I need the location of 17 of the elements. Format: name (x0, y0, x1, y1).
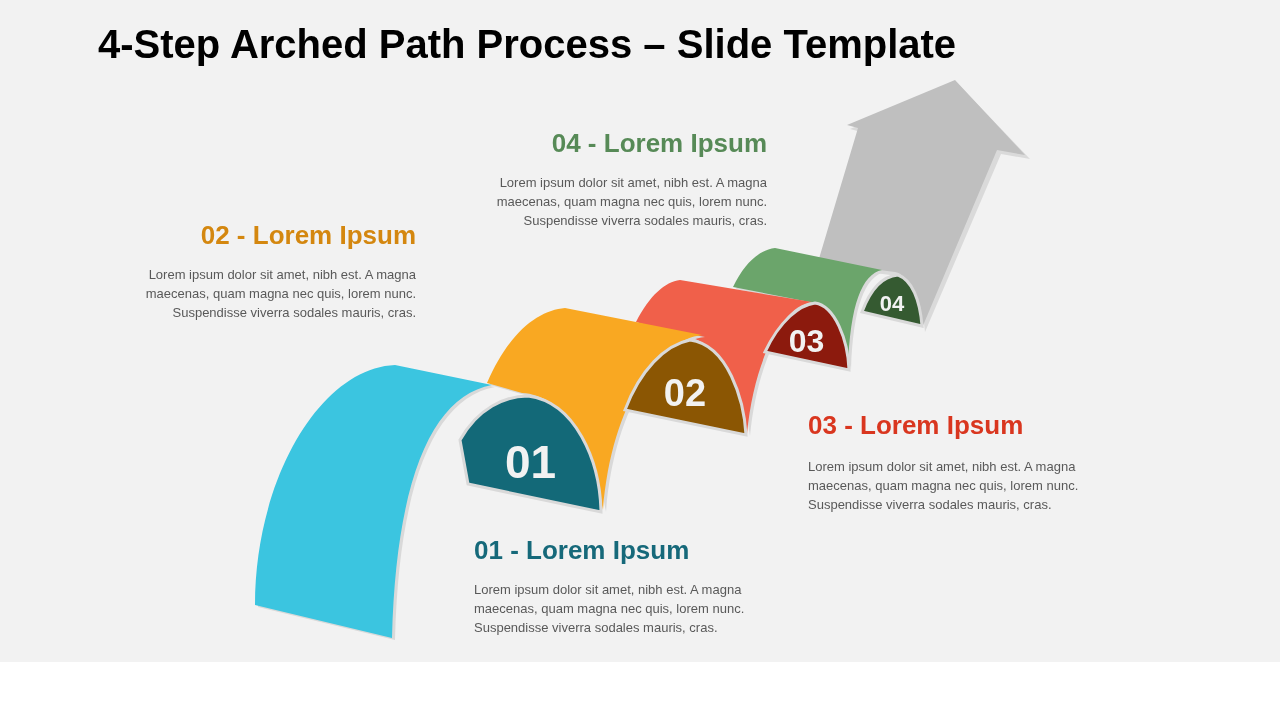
step-number: 02 (662, 371, 708, 415)
step-description: Lorem ipsum dolor sit amet, nibh est. A magna maecenas, quam magna nec quis, lorem nunc. Suspendisse viverra sodales mauris, cras. (808, 458, 1080, 514)
arch-step (860, 272, 924, 328)
slide-title: 4-Step Arched Path Process – Slide Template (98, 22, 957, 67)
step-number: 03 (787, 322, 826, 360)
step-heading: 02 - Lorem Ipsum (200, 220, 416, 251)
arch-step (622, 336, 748, 437)
arch-step (762, 300, 851, 372)
step-description: Lorem ipsum dolor sit amet, nibh est. A magna maecenas, quam magna nec quis, lorem nunc. Suspendisse viverra sodales mauris, cras. (144, 266, 416, 322)
step-heading: 04 - Lorem Ipsum (551, 128, 767, 159)
arch-step (458, 392, 603, 514)
step-description: Lorem ipsum dolor sit amet, nibh est. A magna maecenas, quam magna nec quis, lorem nunc. Suspendisse viverra sodales mauris, cras. (495, 174, 767, 230)
step-heading: 03 - Lorem Ipsum (808, 410, 1024, 441)
step-heading: 01 - Lorem Ipsum (474, 535, 690, 566)
step-description: Lorem ipsum dolor sit amet, nibh est. A magna maecenas, quam magna nec quis, lorem nunc. Suspendisse viverra sodales mauris, cras. (474, 581, 746, 637)
step-number: 01 (503, 435, 558, 490)
step-number: 04 (878, 291, 906, 318)
